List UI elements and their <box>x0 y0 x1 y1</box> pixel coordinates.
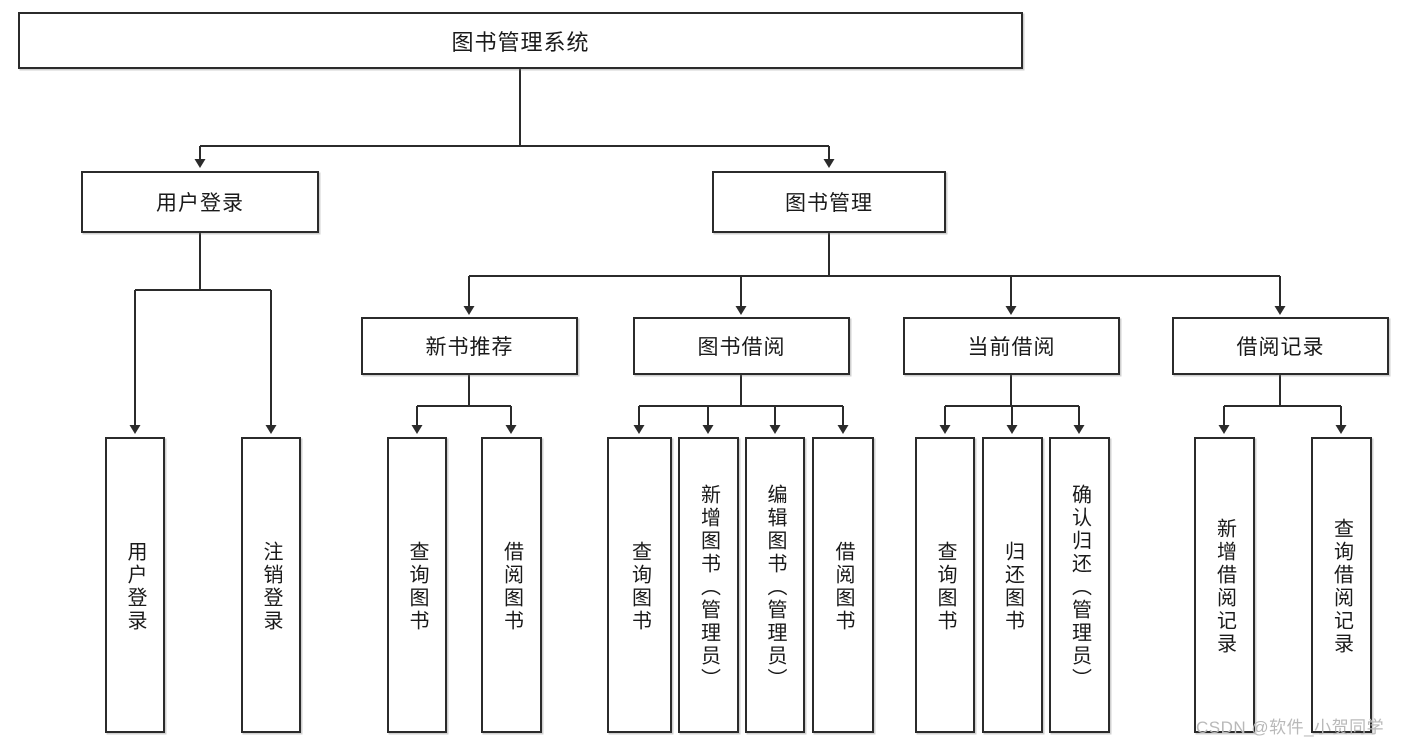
node-book-borrow-label: 图书借阅 <box>697 336 786 359</box>
csdn-watermark: CSDN @软件_小贺同学 <box>1196 718 1385 737</box>
node-root-label: 图书管理系统 <box>451 29 590 55</box>
leaf-borrow-book-2[interactable]: 借阅图书 <box>812 437 874 733</box>
node-borrow-record[interactable]: 借阅记录 <box>1172 317 1389 375</box>
leaf-edit-book-admin-label: 编辑图书（管理员） <box>764 483 786 691</box>
leaf-logout-label: 注销登录 <box>260 541 282 633</box>
node-current-borrow-label: 当前借阅 <box>967 336 1056 359</box>
leaf-add-borrow-record[interactable]: 新增借阅记录 <box>1194 437 1255 733</box>
node-user-login-label: 用户登录 <box>156 192 244 215</box>
node-current-borrow[interactable]: 当前借阅 <box>903 317 1120 375</box>
leaf-confirm-return-admin-label: 确认归还（管理员） <box>1068 483 1091 691</box>
leaf-edit-book-admin[interactable]: 编辑图书（管理员） <box>745 437 805 733</box>
node-user-login[interactable]: 用户登录 <box>81 171 319 233</box>
leaf-borrow-book-1-label: 借阅图书 <box>500 541 523 633</box>
leaf-confirm-return-admin[interactable]: 确认归还（管理员） <box>1049 437 1110 733</box>
leaf-query-book-3[interactable]: 查询图书 <box>915 437 975 733</box>
leaf-add-book-admin-label: 新增图书（管理员） <box>697 483 720 691</box>
node-new-book-recommend[interactable]: 新书推荐 <box>361 317 578 375</box>
leaf-query-book-1-label: 查询图书 <box>406 541 428 633</box>
leaf-borrow-book-1[interactable]: 借阅图书 <box>481 437 542 733</box>
leaf-user-login[interactable]: 用户登录 <box>105 437 165 733</box>
leaf-return-book-label: 归还图书 <box>1001 541 1024 633</box>
node-new-book-recommend-label: 新书推荐 <box>425 336 514 359</box>
node-book-manage[interactable]: 图书管理 <box>712 171 946 233</box>
leaf-borrow-book-2-label: 借阅图书 <box>832 541 854 633</box>
node-book-borrow[interactable]: 图书借阅 <box>633 317 850 375</box>
node-borrow-record-label: 借阅记录 <box>1236 336 1325 359</box>
leaf-user-login-label: 用户登录 <box>124 541 146 633</box>
node-root[interactable]: 图书管理系统 <box>18 12 1023 69</box>
leaf-return-book[interactable]: 归还图书 <box>982 437 1043 733</box>
node-book-manage-label: 图书管理 <box>785 192 873 215</box>
leaf-query-book-2[interactable]: 查询图书 <box>607 437 672 733</box>
leaf-query-borrow-record-label: 查询借阅记录 <box>1330 518 1353 656</box>
leaf-query-book-2-label: 查询图书 <box>628 541 651 633</box>
leaf-add-borrow-record-label: 新增借阅记录 <box>1213 518 1236 656</box>
leaf-add-book-admin[interactable]: 新增图书（管理员） <box>678 437 739 733</box>
leaf-query-book-1[interactable]: 查询图书 <box>387 437 447 733</box>
leaf-query-borrow-record[interactable]: 查询借阅记录 <box>1311 437 1372 733</box>
leaf-query-book-3-label: 查询图书 <box>934 541 956 633</box>
leaf-logout[interactable]: 注销登录 <box>241 437 301 733</box>
